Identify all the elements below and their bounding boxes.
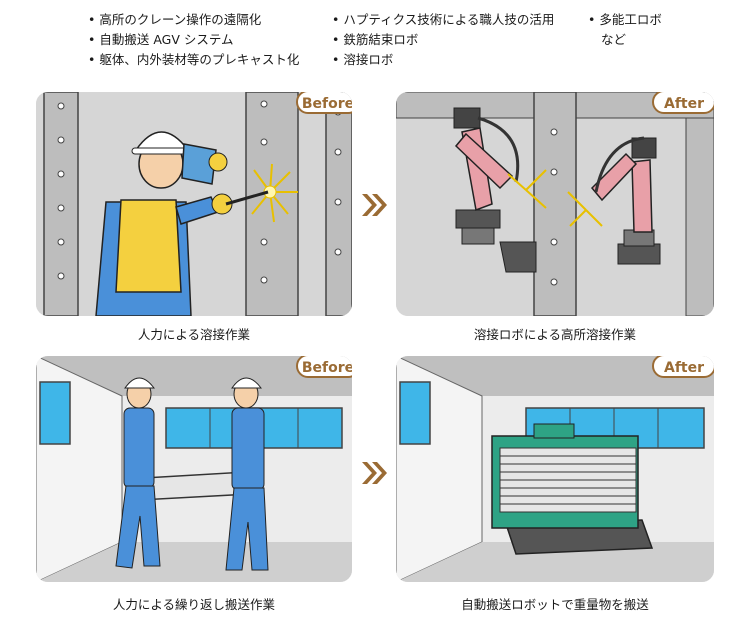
badge-before: Before xyxy=(296,92,352,114)
illustration-manual-carrying xyxy=(36,356,352,582)
chevron-double-right-icon xyxy=(359,458,389,488)
panel-agv-transport: After xyxy=(396,356,714,582)
feature-bullet-list: 高所のクレーン操作の遠隔化 自動搬送 AGV システム 躯体、内外装材等のプレキ… xyxy=(0,10,750,72)
bullet-item: 多能工ロボ xyxy=(588,10,662,30)
caption-manual-welding: 人力による溶接作業 xyxy=(137,327,251,342)
bullet-item: ハプティクス技術による職人技の活用 xyxy=(332,10,554,30)
bullet-column-1: 高所のクレーン操作の遠隔化 自動搬送 AGV システム 躯体、内外装材等のプレキ… xyxy=(88,10,299,70)
bullet-item: 躯体、内外装材等のプレキャスト化 xyxy=(88,50,299,70)
bullet-column-3: 多能工ロボ など xyxy=(588,10,662,50)
caption-welding-robot: 溶接ロボによる高所溶接作業 xyxy=(473,327,637,342)
bullet-item: 高所のクレーン操作の遠隔化 xyxy=(88,10,299,30)
illustration-agv-transport xyxy=(396,356,714,582)
caption-manual-carrying: 人力による繰り返し搬送作業 xyxy=(112,597,276,612)
panel-manual-welding: Before xyxy=(36,92,352,316)
bullet-column-2: ハプティクス技術による職人技の活用 鉄筋結束ロボ 溶接ロボ xyxy=(332,10,554,70)
badge-after: After xyxy=(652,356,714,378)
illustration-welding-robot xyxy=(396,92,714,316)
badge-after: After xyxy=(652,92,714,114)
bullet-item: 溶接ロボ xyxy=(332,50,554,70)
illustration-manual-welding xyxy=(36,92,352,316)
bullet-item-continued: など xyxy=(601,32,627,47)
bullet-item: 自動搬送 AGV システム xyxy=(88,30,299,50)
chevron-double-right-icon xyxy=(359,190,389,220)
panel-welding-robot: After xyxy=(396,92,714,316)
caption-agv-transport: 自動搬送ロボットで重量物を搬送 xyxy=(461,597,649,612)
panel-manual-carrying: Before xyxy=(36,356,352,582)
bullet-item: 鉄筋結束ロボ xyxy=(332,30,554,50)
badge-before: Before xyxy=(296,356,352,378)
